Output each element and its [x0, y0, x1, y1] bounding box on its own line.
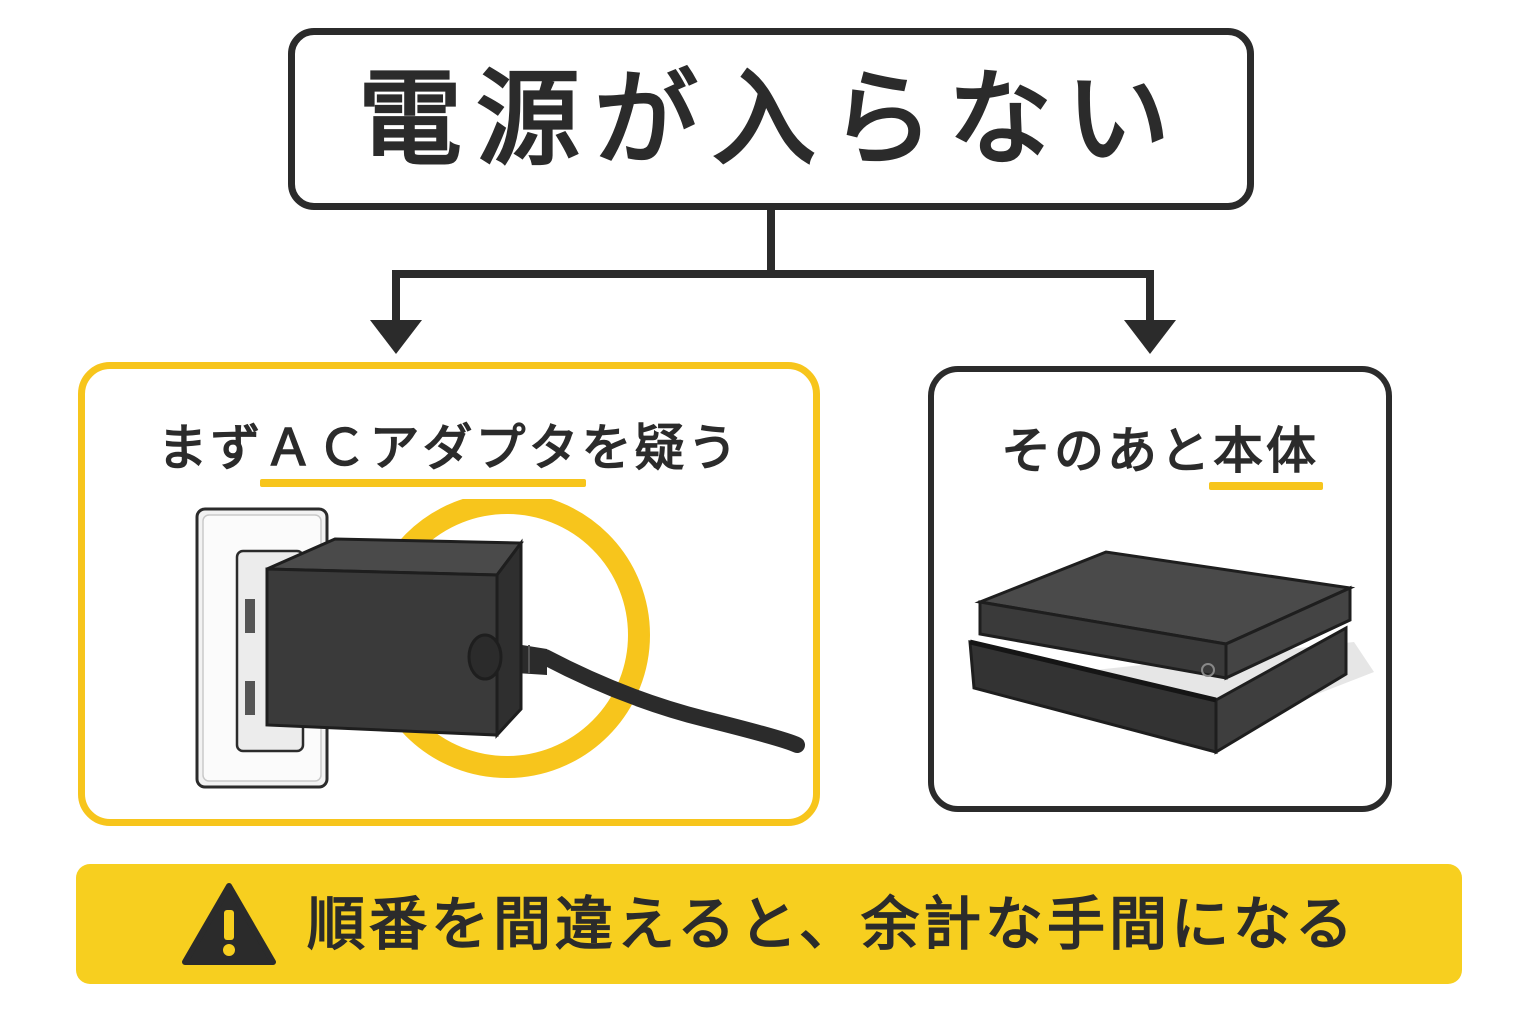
warning-banner: 順番を間違えると、余計な手間になる [76, 864, 1462, 984]
heading-highlight: ＡＣアダプタ [259, 419, 586, 487]
power-button-icon [1201, 663, 1215, 677]
flow-connector [370, 206, 1176, 354]
warning-text: 順番を間違えると、余計な手間になる [307, 890, 1357, 958]
game-console-illustration [968, 550, 1374, 755]
adapter-body-side [495, 538, 523, 739]
card-heading-ac-adapter: まずＡＣアダプタを疑う [85, 419, 813, 487]
adapter-cable [537, 649, 805, 753]
arrow-down-left-icon [370, 320, 422, 354]
card-heading-console: そのあと本体 [934, 422, 1386, 490]
diagram-title: 電源が入らない [357, 58, 1184, 180]
console-upper-side [1224, 585, 1352, 681]
step-card-ac-adapter: まずＡＣアダプタを疑う [78, 362, 820, 826]
console-lower-side [1214, 625, 1348, 755]
heading-highlight: 本体 [1209, 422, 1323, 490]
title-box: 電源が入らない [288, 28, 1254, 210]
ac-adapter-illustration [195, 499, 805, 789]
arrow-down-right-icon [1124, 320, 1176, 354]
heading-suffix: を疑う [581, 419, 741, 477]
heading-prefix: そのあと [1001, 422, 1213, 480]
warning-icon [182, 883, 277, 965]
step-card-console: そのあと本体 [928, 366, 1392, 812]
heading-prefix: まず [157, 419, 264, 477]
adapter-body-front [265, 567, 499, 737]
